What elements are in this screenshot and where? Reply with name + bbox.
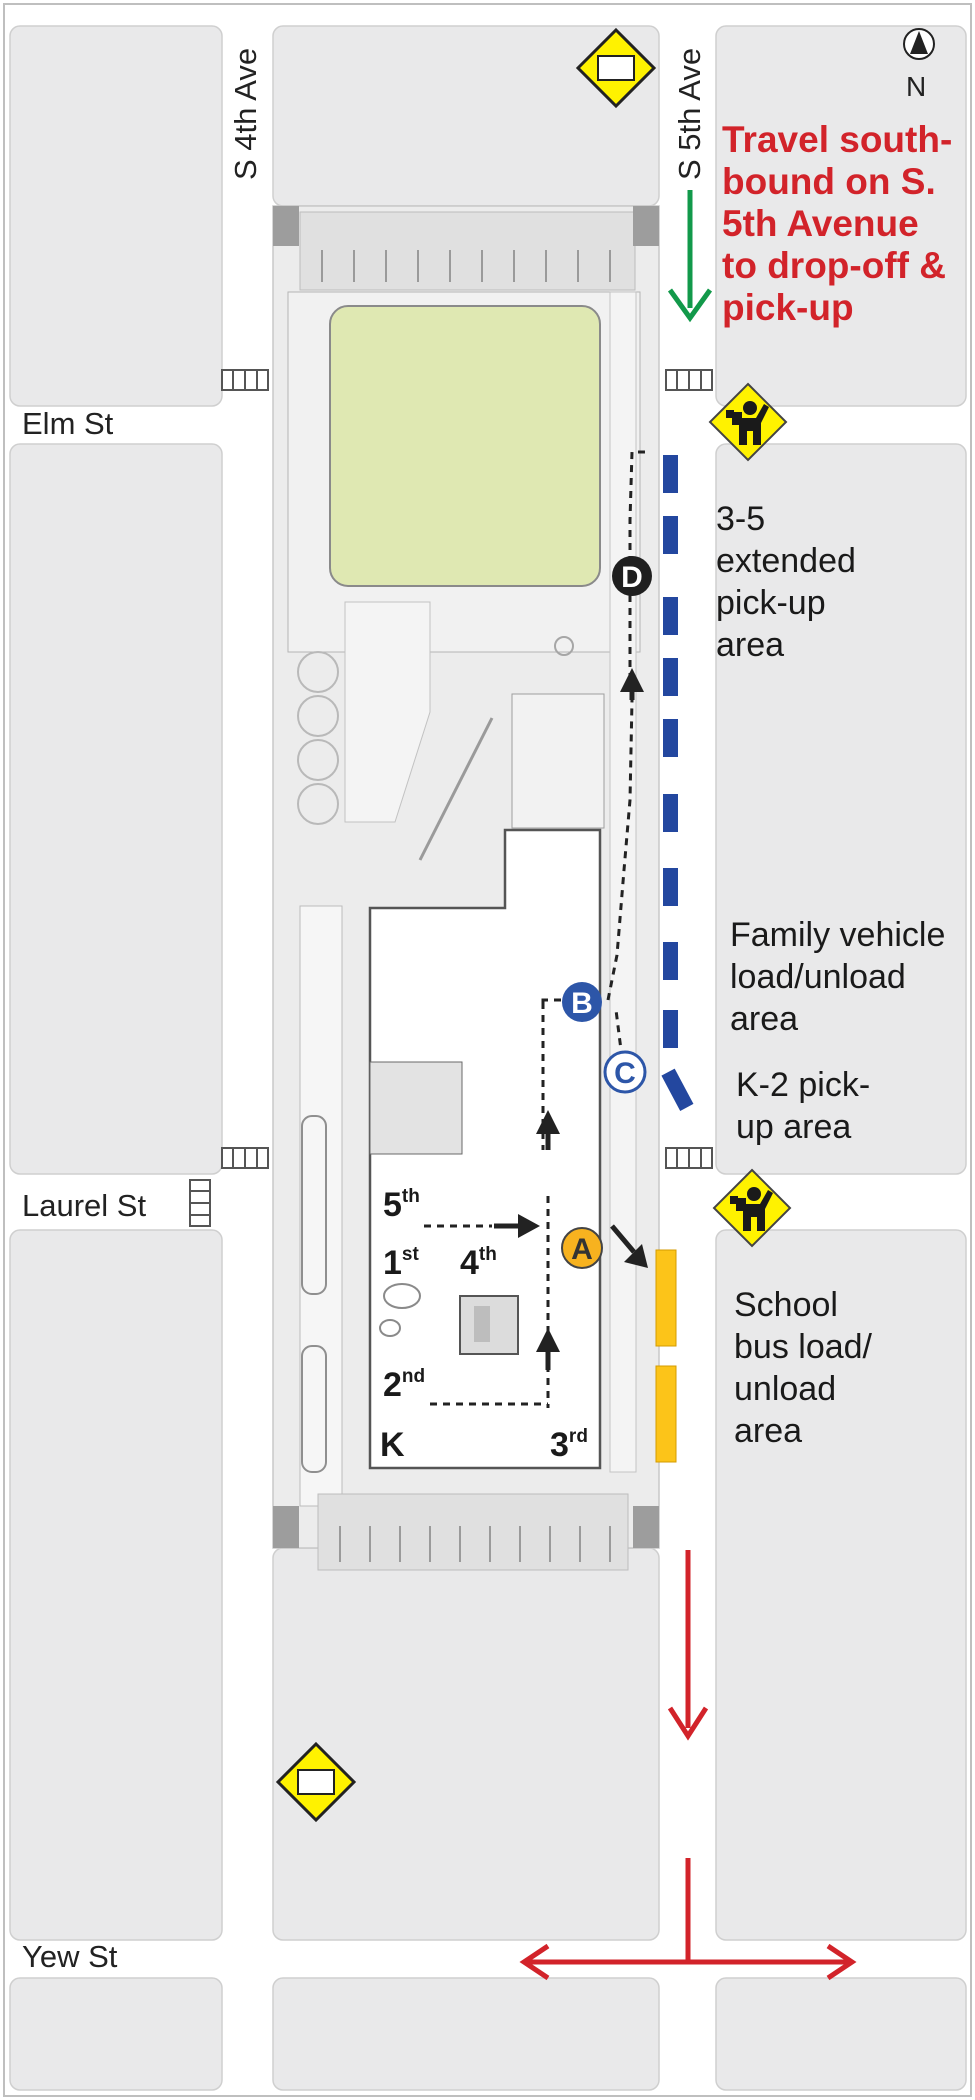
grade-label-2nd: 2nd xyxy=(383,1366,425,1404)
area-label-line: up area xyxy=(736,1108,851,1146)
area-label-line: Family vehicle xyxy=(730,916,945,954)
street-label-s4th-ave: S 4th Ave xyxy=(228,48,263,180)
pickup-zone-dash xyxy=(661,1068,694,1111)
pickup-zone-dash xyxy=(663,658,678,696)
grade-label-3rd: 3rd xyxy=(550,1426,588,1464)
block-w-bottom xyxy=(9,1977,223,2091)
block-w-lower xyxy=(9,1229,223,1941)
bus-zone xyxy=(655,1249,677,1463)
hedge xyxy=(633,1506,659,1548)
pickup-zone-dash xyxy=(663,868,678,906)
travel-note-line: to drop-off & xyxy=(722,245,946,286)
block-ne-top xyxy=(715,25,967,407)
north-arrow-icon xyxy=(903,28,935,60)
travel-note-line: Travel south- xyxy=(722,119,952,160)
street-label-elm-st: Elm St xyxy=(22,406,114,441)
east-exit-arrow-icon xyxy=(826,1943,857,1981)
west-exit-arrow-icon xyxy=(519,1943,550,1981)
route-arrows xyxy=(494,668,648,1370)
area-label-family-vehicle: Family vehicle load/unload area xyxy=(730,916,955,1038)
area-label-school-bus: School bus load/ unload area xyxy=(734,1286,881,1450)
grade-label-k: K xyxy=(380,1426,405,1464)
marker-b-letter: B xyxy=(571,987,593,1020)
southbound-arrow-icon xyxy=(667,190,713,323)
area-label-line: K-2 pick- xyxy=(736,1066,870,1104)
marker-b: B xyxy=(562,982,602,1022)
crossing-guard-icon xyxy=(712,1168,792,1248)
area-label-line: load/unload xyxy=(730,958,906,996)
area-label-extended-pickup: 3-5 extended pick-up area xyxy=(716,500,865,664)
block-center-bottom xyxy=(272,1977,660,2091)
grade-label-4th: 4th xyxy=(460,1244,497,1282)
pickup-zone-dash xyxy=(663,719,678,757)
travel-note-line: bound on S. xyxy=(722,161,936,202)
pickup-zone-dash xyxy=(663,1010,678,1048)
pickup-zone-dash xyxy=(663,942,678,980)
hedge xyxy=(633,206,659,246)
block-w-middle xyxy=(9,443,223,1175)
block-center-lower xyxy=(272,1547,660,1941)
pickup-zone-dash xyxy=(663,597,678,635)
bus-zone-bar xyxy=(655,1365,677,1463)
route-arrow-icon xyxy=(518,1214,540,1238)
area-label-line: area xyxy=(730,1000,798,1038)
marker-d: D xyxy=(612,556,652,596)
marker-a: A xyxy=(561,1227,603,1269)
area-label-k2-pickup: K-2 pick- up area xyxy=(736,1066,880,1146)
marker-c-letter: C xyxy=(614,1057,636,1090)
travel-note: Travel south- bound on S. 5th Avenue to … xyxy=(722,119,963,328)
grade-label-1st: 1st xyxy=(383,1244,419,1282)
block-e-lower xyxy=(715,1229,967,1941)
area-label-line: School xyxy=(734,1286,838,1324)
southbound-exit-arrow-icon xyxy=(667,1706,709,1741)
crosswalks xyxy=(189,369,713,1227)
route-arrow-icon xyxy=(536,1328,560,1352)
parking-lot-south xyxy=(317,1493,629,1571)
school-site xyxy=(272,205,660,1571)
travel-note-line: pick-up xyxy=(722,287,854,328)
block-e-bottom xyxy=(715,1977,967,2091)
area-label-line: 3-5 xyxy=(716,500,765,538)
area-label-line: extended xyxy=(716,542,856,580)
pickup-zone-dash xyxy=(663,455,678,493)
grade-label-5th: 5th xyxy=(383,1186,420,1224)
exit-route-arrows xyxy=(519,1550,857,1981)
travel-note-line: 5th Avenue xyxy=(722,203,919,244)
marker-d-letter: D xyxy=(621,561,643,594)
building-courtyard xyxy=(369,1061,463,1155)
area-label-line: pick-up xyxy=(716,584,826,622)
area-label-line: unload xyxy=(734,1370,836,1408)
area-label-line: bus load/ xyxy=(734,1328,873,1366)
parking-stalls-south xyxy=(339,1526,611,1562)
north-label: N xyxy=(906,71,926,102)
pickup-zone-3-5 xyxy=(661,455,694,1111)
area-label-line: area xyxy=(734,1412,802,1450)
city-blocks xyxy=(9,25,967,2091)
hedge xyxy=(273,206,299,246)
street-label-yew-st: Yew St xyxy=(22,1939,118,1974)
hedge xyxy=(273,1506,299,1548)
parking-lot-north xyxy=(299,211,636,291)
parking-stalls-north xyxy=(321,250,611,282)
block-e-middle xyxy=(715,443,967,1175)
marker-a-letter: A xyxy=(571,1233,593,1266)
school-zone-sign-icon xyxy=(575,27,657,109)
street-label-laurel-st: Laurel St xyxy=(22,1188,146,1223)
trees xyxy=(297,651,339,825)
pickup-zone-dash xyxy=(663,794,678,832)
block-nw-top xyxy=(9,25,223,407)
route-arrow-icon xyxy=(536,1110,560,1134)
route-arrow-icon xyxy=(620,668,644,692)
route-arrow-icon xyxy=(624,1244,648,1268)
crossing-guard-icon xyxy=(708,382,788,462)
area-label-line: area xyxy=(716,626,784,664)
bus-zone-bar xyxy=(655,1249,677,1347)
school-zone-sign-icon xyxy=(275,1741,357,1823)
school-building xyxy=(368,828,602,1470)
street-label-s5th-ave: S 5th Ave xyxy=(672,48,707,180)
play-field xyxy=(329,305,601,587)
marker-c: C xyxy=(603,1050,647,1094)
pickup-zone-dash xyxy=(663,516,678,554)
